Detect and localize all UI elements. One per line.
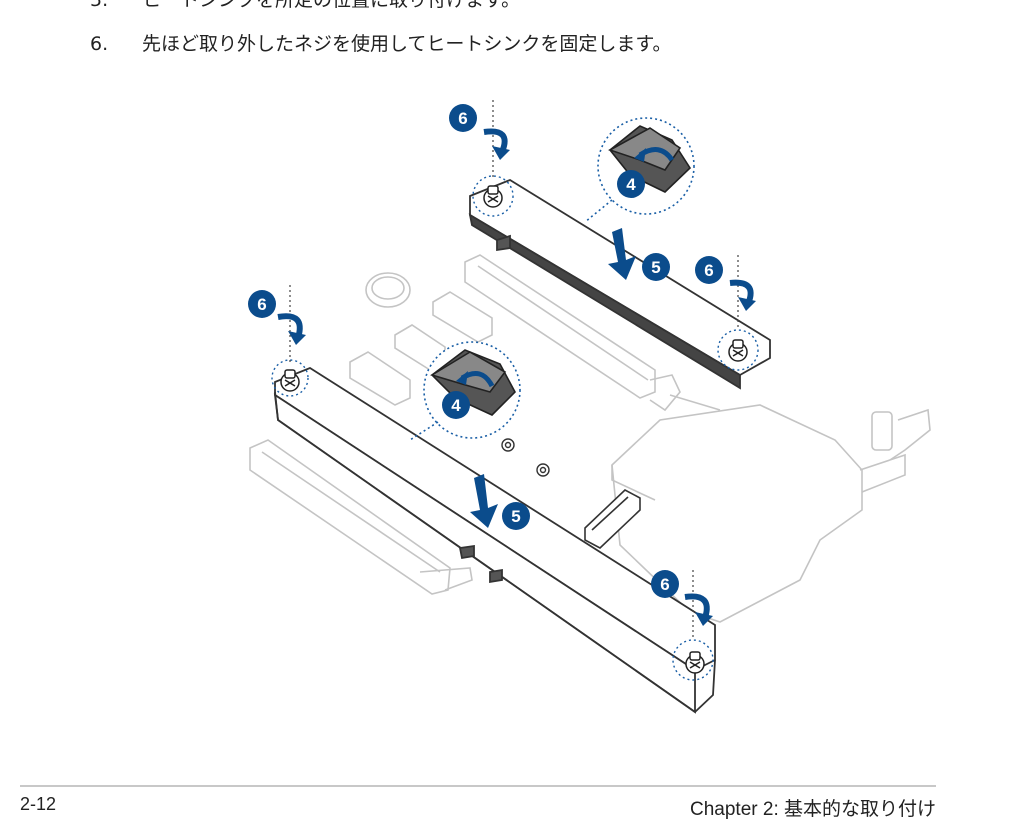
footer-divider [20,785,936,787]
callout-badges: 6 4 5 6 6 4 5 6 [248,104,723,598]
motherboard-outline [249,254,931,623]
lower-heatsink [273,366,716,714]
callout-6-top-label: 6 [458,109,467,128]
callout-6-top: 6 [449,104,477,132]
callout-4-top-label: 4 [626,175,636,194]
step-5-text: ヒートシンクを所定の位置に取り付けます。 [142,0,521,11]
callout-6-bottom: 6 [651,570,679,598]
callout-6-bottom-label: 6 [660,575,669,594]
callout-5-top: 5 [642,253,670,281]
upper-heatsink [468,178,771,390]
callout-5-bottom: 5 [502,502,530,530]
callout-6-left: 6 [248,290,276,318]
step-5-number: 5. [90,0,109,11]
step-6-number: 6. [90,33,109,55]
step-5: 5. ヒートシンクを所定の位置に取り付けます。 [90,0,520,12]
m2-connector [584,489,641,549]
callout-6-left-label: 6 [257,295,266,314]
callout-4-bottom-label: 4 [451,396,461,415]
callout-5-bottom-label: 5 [511,507,520,526]
page-number: 2-12 [20,794,57,814]
chapter-title: Chapter 2: 基本的な取り付け [690,799,936,820]
callout-4-bottom: 4 [442,391,470,419]
callout-6-right-label: 6 [704,261,713,280]
step-6: 6. 先ほど取り外したネジを使用してヒートシンクを固定します。 [90,32,672,56]
callout-6-right: 6 [695,256,723,284]
step-6-text: 先ほど取り外したネジを使用してヒートシンクを固定します。 [142,33,672,55]
callout-5-top-label: 5 [651,258,660,277]
film-peel-icon [584,117,695,223]
standoff-nuts [501,438,550,477]
down-arrow-icon [470,228,636,528]
film-peel-icon [409,341,521,441]
callout-4-top: 4 [617,170,645,198]
